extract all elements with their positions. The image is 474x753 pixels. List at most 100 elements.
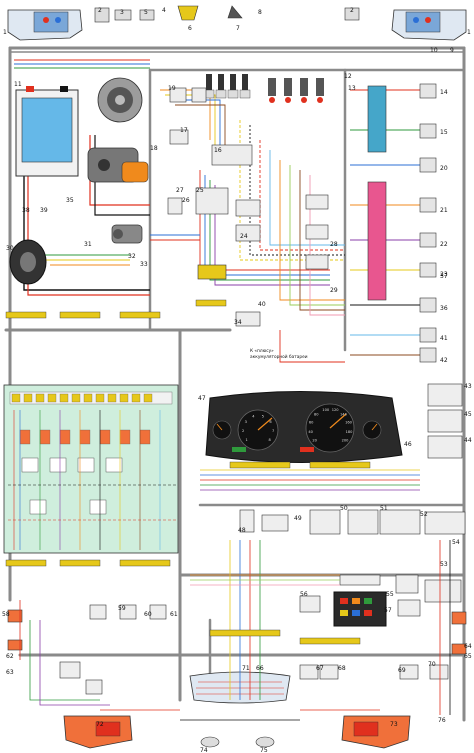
component-number-58: 58	[2, 611, 10, 618]
console-indicator-block	[333, 591, 387, 627]
component-number-49: 49	[294, 515, 302, 522]
component-number-60: 60	[144, 611, 152, 618]
component-number-71: 71	[242, 665, 250, 672]
component-number-52: 52	[420, 511, 428, 518]
component-number-8: 8	[258, 9, 262, 16]
component-number-19: 19	[168, 85, 176, 92]
component-number-12: 12	[344, 73, 352, 80]
tachometer-tick-label: 5	[262, 414, 264, 418]
speedometer-tick-label: 80	[314, 413, 319, 417]
right-sensors	[419, 83, 437, 363]
component-number-10: 10	[430, 47, 438, 54]
instrument-cluster	[205, 391, 403, 463]
battery-note-line1: К «плюсу»	[250, 348, 274, 354]
component-number-1: 1	[3, 29, 7, 36]
tail-lamp-left	[63, 715, 133, 749]
component-number-69: 69	[398, 667, 406, 674]
component-number-73: 73	[390, 721, 398, 728]
component-number-15: 15	[440, 129, 448, 136]
switches-right	[427, 383, 463, 459]
component-number-44: 44	[464, 437, 472, 444]
engine-relays	[167, 87, 329, 327]
component-number-40: 40	[258, 301, 266, 308]
tachometer-tick-label: 4	[252, 414, 255, 418]
spark-plugs	[203, 74, 251, 99]
alternator	[97, 77, 143, 123]
component-number-31: 31	[84, 241, 92, 248]
component-number-74: 74	[200, 747, 208, 753]
component-number-47: 47	[198, 395, 206, 402]
component-number-2: 2	[98, 7, 102, 14]
component-number-46: 46	[404, 441, 412, 448]
component-number-54: 54	[452, 539, 460, 546]
component-number-41: 41	[440, 335, 448, 342]
speedometer-tick-label: 60	[309, 421, 314, 425]
speedometer-tick-label: 160	[345, 421, 353, 425]
speedometer-tick-label: 20	[312, 439, 317, 443]
component-number-34: 34	[234, 319, 242, 326]
component-number-22: 22	[440, 241, 448, 248]
component-number-23: 23	[440, 271, 448, 278]
component-number-59: 59	[118, 605, 126, 612]
component-number-18: 18	[150, 145, 158, 152]
component-number-26: 26	[182, 197, 190, 204]
component-number-24: 24	[240, 233, 248, 240]
component-number-32: 32	[128, 253, 136, 260]
license-lamps	[200, 736, 275, 748]
tail-lamp-right	[341, 715, 411, 749]
component-number-17: 17	[180, 127, 188, 134]
component-number-43: 43	[464, 383, 472, 390]
cooling-fan	[9, 239, 47, 285]
tachometer-tick-label: 1	[246, 438, 248, 442]
component-number-50: 50	[340, 505, 348, 512]
component-number-56: 56	[300, 591, 308, 598]
component-number-62: 62	[6, 653, 14, 660]
steering-column-switches	[239, 509, 466, 535]
speedometer-tick-label: 120	[332, 408, 340, 412]
component-number-13: 13	[348, 85, 356, 92]
component-number-29: 29	[330, 287, 338, 294]
tachometer-tick-label: 3	[245, 420, 247, 424]
headlamp-left	[7, 9, 83, 41]
component-number-33: 33	[140, 261, 148, 268]
component-number-68: 68	[338, 665, 346, 672]
speedometer-tick-label: 200	[342, 439, 350, 443]
component-number-72: 72	[96, 721, 104, 728]
starter-motor	[87, 147, 149, 183]
component-number-55: 55	[386, 591, 394, 598]
component-number-1: 1	[467, 29, 471, 36]
component-number-2: 2	[350, 7, 354, 14]
horn-and-sensors-top	[94, 5, 360, 23]
component-number-6: 6	[188, 25, 192, 32]
tachometer-tick-label: 2	[242, 429, 244, 433]
component-number-67: 67	[316, 665, 324, 672]
component-number-65: 65	[464, 653, 472, 660]
component-number-42: 42	[440, 357, 448, 364]
component-number-51: 51	[380, 505, 388, 512]
component-number-53: 53	[440, 561, 448, 568]
connector-strips	[5, 299, 371, 645]
component-number-14: 14	[440, 89, 448, 96]
component-number-20: 20	[440, 165, 448, 172]
component-number-7: 7	[236, 25, 240, 32]
component-number-21: 21	[440, 207, 448, 214]
component-number-36: 36	[440, 305, 448, 312]
component-number-3: 3	[120, 9, 124, 16]
door-switches	[59, 604, 449, 695]
component-number-9: 9	[450, 47, 454, 54]
side-lamps	[7, 609, 467, 655]
wiper-motor	[111, 224, 143, 244]
component-number-63: 63	[6, 669, 14, 676]
component-number-4: 4	[162, 7, 166, 14]
tachometer-tick-label: 7	[272, 429, 274, 433]
tachometer-tick-label: 6	[269, 420, 272, 424]
component-number-35: 35	[66, 197, 74, 204]
ecu-connector-blue	[367, 85, 387, 153]
injectors	[268, 78, 324, 103]
component-number-64: 64	[464, 643, 472, 650]
component-number-25: 25	[196, 187, 204, 194]
speedometer-tick-label: 180	[346, 430, 354, 434]
component-number-37: 37	[440, 273, 448, 280]
